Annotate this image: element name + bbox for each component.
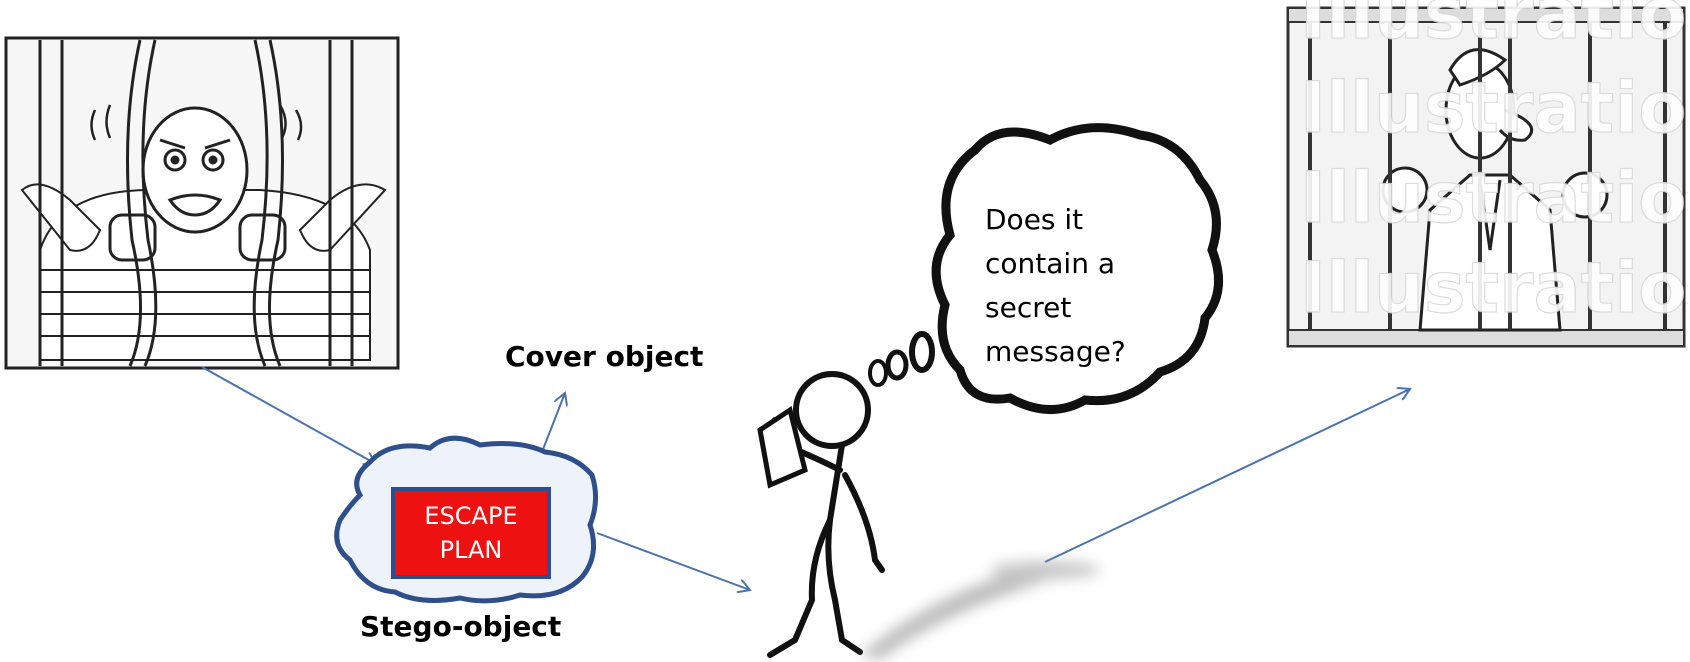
warden-stick-figure <box>757 371 885 658</box>
thought-line-3: secret <box>985 291 1072 324</box>
svg-text:Illustrations of: Illustrations of <box>1300 67 1690 149</box>
arrow-warden-to-receiver <box>1044 389 1410 563</box>
escape-plan-line2: PLAN <box>439 536 503 564</box>
prisoner-bob-illustration: Illustrations of Illustrations of Illust… <box>1286 0 1690 348</box>
thought-cloud <box>931 123 1224 414</box>
svg-text:Illustrations of: Illustrations of <box>1300 0 1690 55</box>
svg-text:Illustrations of: Illustrations of <box>1300 157 1690 239</box>
arrow-to-cover-label <box>539 393 565 458</box>
thought-line-1: Does it <box>985 203 1084 236</box>
arrow-stego-to-warden <box>596 532 750 590</box>
cover-object-label: Cover object <box>505 340 704 373</box>
thought-bubbles <box>868 331 935 387</box>
escape-plan-box: ESCAPE PLAN <box>391 487 551 579</box>
stego-object-label: Stego-object <box>360 610 562 643</box>
prisoner-alice-illustration <box>4 36 400 370</box>
arrow-prisoner-to-stego <box>201 366 376 464</box>
thought-line-2: contain a <box>985 247 1115 280</box>
warden-shadow <box>860 561 1100 660</box>
watermark-text: Illustrations of Illustrations of Illust… <box>1299 0 1690 330</box>
escape-plan-line1: ESCAPE <box>424 502 518 530</box>
svg-text:Illustrations of: Illustrations of <box>1300 247 1690 329</box>
thought-text: Does it contain a secret message? <box>985 198 1155 374</box>
thought-line-4: message? <box>985 335 1126 368</box>
flow-arrows <box>201 366 1410 590</box>
